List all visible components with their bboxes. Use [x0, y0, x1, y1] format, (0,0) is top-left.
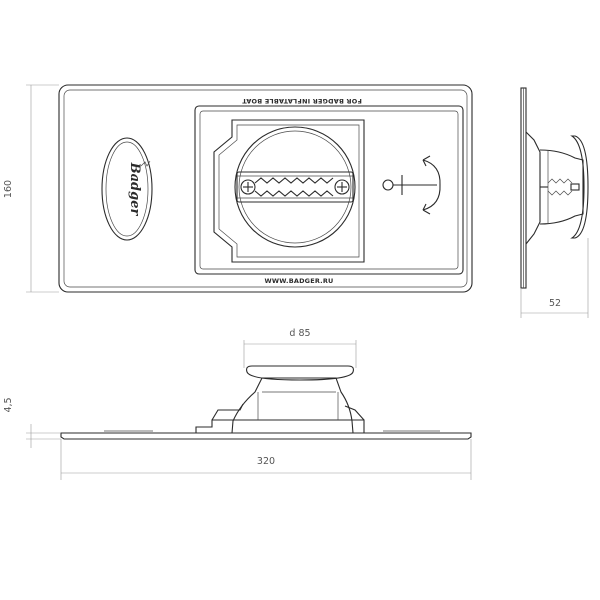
zigzag-spring-bottom: [254, 190, 334, 197]
height-dimension: 160: [3, 84, 59, 293]
diameter-dimension: d 85: [243, 328, 357, 368]
front-cap: [246, 365, 354, 381]
slot-band: [236, 171, 354, 203]
length-dimension: 320: [60, 439, 472, 480]
plan-view: Badger FOR BADGER INFLATABLE BOAT WWW.BA…: [3, 84, 473, 293]
plate-bottom-label: WWW.BADGER.RU: [264, 277, 333, 285]
plate-inner-outline: [63, 89, 468, 288]
screw-right-icon: [334, 179, 350, 195]
pad-frame-inner: [218, 124, 360, 258]
logo-text: Badger: [127, 162, 142, 217]
badger-logo: Badger: [101, 137, 153, 241]
front-view: d 85 4,5 320: [3, 328, 472, 480]
side-spring-top: [547, 178, 573, 184]
side-cup-outline: [539, 149, 584, 225]
side-cap: [570, 135, 589, 239]
side-pin: [570, 183, 580, 191]
plate-top-label: FOR BADGER INFLATABLE BOAT: [242, 97, 362, 105]
side-view: 52: [520, 87, 589, 318]
side-spring-bottom: [547, 190, 573, 196]
height-dimension-label: 160: [3, 180, 14, 198]
thickness-dimension-label: 4,5: [3, 397, 14, 412]
center-panel-inner: [199, 110, 459, 270]
pad-frame-outer: [213, 119, 365, 263]
center-panel: [194, 105, 464, 275]
length-dimension-label: 320: [257, 456, 275, 467]
plate-outline: [58, 84, 473, 293]
side-base-outline: [525, 131, 541, 245]
pad-circle-outer: [234, 126, 356, 248]
front-plate: [60, 432, 472, 440]
thickness-dimension: 4,5: [3, 397, 61, 448]
anchor-icon: [382, 155, 441, 215]
zigzag-spring-top: [254, 177, 334, 184]
front-base-shoulder-right: [344, 405, 365, 421]
depth-dimension-label: 52: [549, 298, 561, 309]
pad-circle-inner: [238, 130, 352, 244]
logo-crown-icon: [140, 160, 151, 167]
diameter-dimension-label: d 85: [289, 328, 310, 339]
front-base-lower: [195, 419, 365, 433]
depth-dimension: 52: [520, 238, 589, 318]
front-cup-body: [231, 377, 354, 434]
screw-left-icon: [240, 179, 256, 195]
